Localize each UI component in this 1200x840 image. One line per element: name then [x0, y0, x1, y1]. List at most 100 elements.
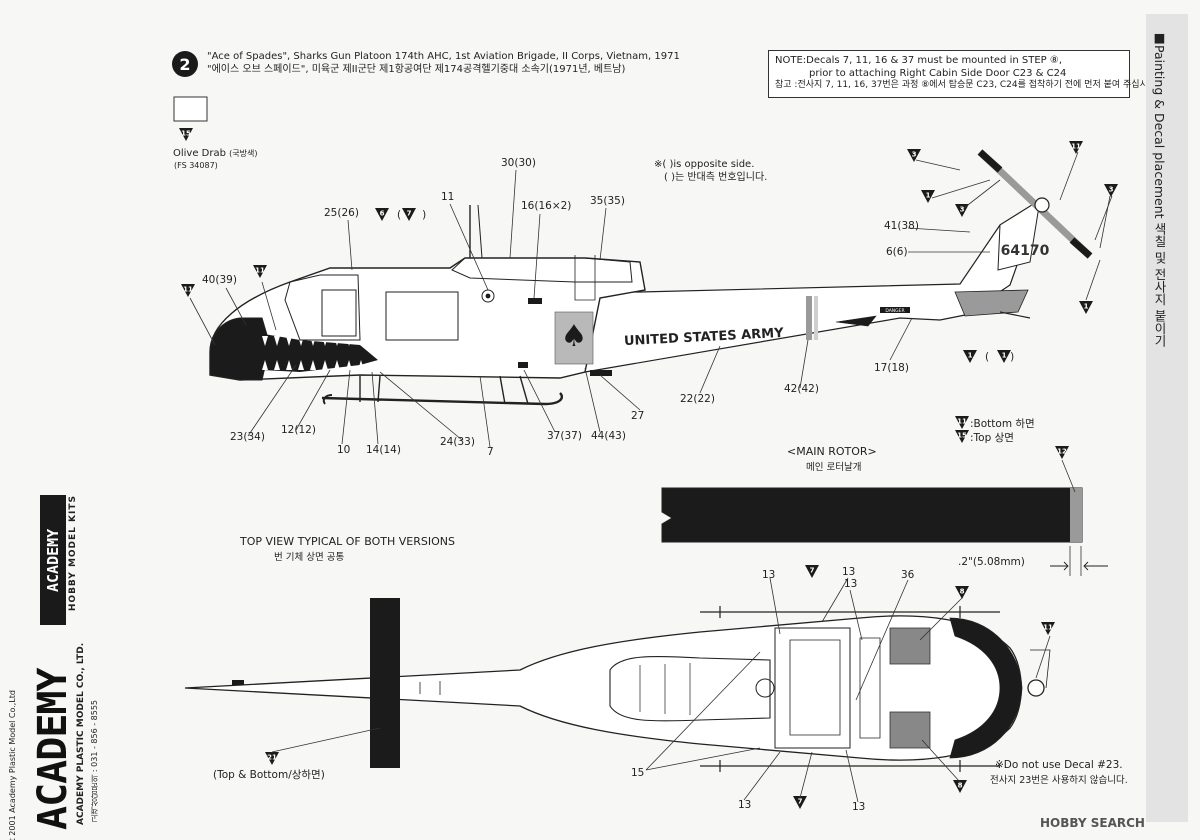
label-44: 44(43) — [591, 430, 626, 442]
badge-11-tail: 11 — [1069, 141, 1083, 154]
badge-1d-number: 1 — [1002, 352, 1007, 360]
leader-line — [1099, 195, 1111, 249]
top-badge-21-shape — [265, 752, 279, 765]
label-37: 37(37) — [547, 430, 582, 442]
leader-line — [1085, 259, 1101, 301]
leader-line — [341, 369, 351, 445]
danger-text: DANGER — [885, 308, 904, 314]
top-tail-rotor-hub — [1027, 679, 1045, 697]
shark-tooth-upper — [262, 336, 268, 346]
cockpit-window — [284, 274, 361, 341]
step-circle — [172, 51, 198, 77]
top-badge-7b: 7 — [793, 796, 807, 809]
badge-1b-number: 1 — [1084, 303, 1089, 311]
label-14: 14(14) — [366, 444, 401, 456]
tail-fin — [997, 198, 1041, 271]
top-badge-11-number: 11 — [1043, 624, 1053, 632]
shark-tooth-upper — [310, 336, 316, 346]
step-number: 2 — [179, 55, 190, 74]
legend-badge-11-number: 11 — [957, 418, 967, 426]
paint-name: Olive Drab — [173, 148, 226, 159]
top-badge-8a: 8 — [955, 586, 969, 599]
badge-7-number: 7 — [407, 210, 412, 218]
label-6-7: ( ) — [397, 209, 427, 221]
legend-badge-11-shape — [955, 416, 969, 429]
leader-line — [743, 751, 781, 801]
tail-rotor-tip-upper — [977, 149, 1003, 173]
top-badge-7a-number: 7 — [810, 567, 815, 575]
top-boom-marks — [419, 681, 441, 695]
top-bottom-note: (Top & Bottom/상하면) — [213, 769, 325, 781]
academy-logo-small: ACADEMY — [40, 495, 66, 625]
label-23: 23(34) — [230, 431, 265, 443]
note-box: NOTE:Decals 7, 11, 16 & 37 must be mount… — [768, 50, 1159, 98]
leader-line — [584, 367, 601, 433]
tail-rotor-tip-lower — [1069, 237, 1093, 259]
company-name: ACADEMY PLASTIC MODEL CO., LTD. — [76, 642, 86, 825]
leader-line — [479, 375, 491, 448]
leader-line — [799, 339, 809, 389]
tail-boom — [574, 198, 1042, 373]
cabin-roof-panel — [789, 639, 841, 736]
top-badge-21: 21 — [265, 752, 279, 765]
label-17: 17(18) — [874, 362, 909, 374]
cockpit-door-window — [321, 289, 357, 337]
rotor-mast — [755, 678, 775, 698]
badge-1b: 1 — [1079, 301, 1093, 314]
badge-6-shape — [375, 208, 389, 221]
roundel-center — [485, 293, 491, 299]
label-16: 16(16×2) — [521, 200, 572, 212]
leader-line — [963, 179, 1001, 209]
shark-tooth-lower — [274, 360, 280, 370]
cabin-window — [385, 291, 459, 341]
opposite-note-en: ※( )is opposite side. — [654, 159, 755, 170]
top-badge-8a-number: 8 — [960, 588, 965, 596]
legend-bottom: :Bottom 하면 — [970, 418, 1035, 430]
hatch — [574, 255, 596, 301]
badge-3a-number: 3 — [912, 151, 917, 159]
top-view-title-kr: 번 기체 상면 공통 — [274, 552, 345, 563]
leader-line — [919, 597, 963, 641]
scheme-title-en: "Ace of Spades", Sharks Gun Platoon 174t… — [207, 51, 680, 62]
dim-arrow-left — [1050, 561, 1069, 571]
top-badge-8b-number: 8 — [958, 782, 963, 790]
top-label-13c: 13 — [844, 578, 858, 590]
skid-main — [321, 392, 564, 406]
decal-37 — [518, 362, 528, 368]
badge-11-tail-number: 11 — [1071, 143, 1081, 151]
label-7: 7 — [487, 446, 494, 458]
leader-line — [931, 179, 991, 199]
leader-line — [821, 577, 849, 623]
badge-11-front-number: 11 — [183, 286, 193, 294]
scheme-title-kr: "에이스 오브 스페이드", 미육군 제II군단 제1항공여단 제174공격헬기… — [207, 64, 626, 75]
top-tail-leader — [1030, 649, 1051, 689]
side-band — [1146, 14, 1188, 822]
label-30: 30(30) — [501, 157, 536, 169]
rotor-badge-number: 12 — [1057, 448, 1067, 456]
top-badge-7b-shape — [793, 796, 807, 809]
cowl-panel — [859, 637, 881, 739]
engine-cowling — [451, 257, 633, 283]
label-25: 25(26) — [324, 207, 359, 219]
shark-tooth-lower — [298, 360, 304, 370]
badge-6-number: 6 — [380, 210, 385, 218]
top-label-15: 15 — [631, 767, 645, 779]
badge-1c: 1 — [963, 350, 977, 363]
badge-3a: 3 — [907, 149, 921, 162]
top-label-13b: 13 — [842, 566, 856, 578]
academy-logo-subtitle: HOBBY MODEL KITS — [68, 495, 78, 612]
badge-1c-number: 1 — [968, 352, 973, 360]
leader-line — [599, 207, 607, 261]
decal-27 — [590, 370, 612, 376]
badge-3c-number: 3 — [1109, 186, 1114, 194]
warning-en: ※Do not use Decal #23. — [995, 759, 1123, 771]
shark-tooth-lower — [322, 360, 328, 370]
badge-1d-shape — [997, 350, 1011, 363]
label-12: 12(12) — [281, 424, 316, 436]
ace-of-spades: ♠ — [561, 319, 588, 354]
leader-line — [347, 219, 353, 271]
decal-16 — [528, 298, 542, 304]
badge-1a-shape — [921, 190, 935, 203]
rotor-title-kr: 메인 로터날개 — [806, 462, 862, 473]
dim-arrow-right — [1083, 561, 1108, 571]
